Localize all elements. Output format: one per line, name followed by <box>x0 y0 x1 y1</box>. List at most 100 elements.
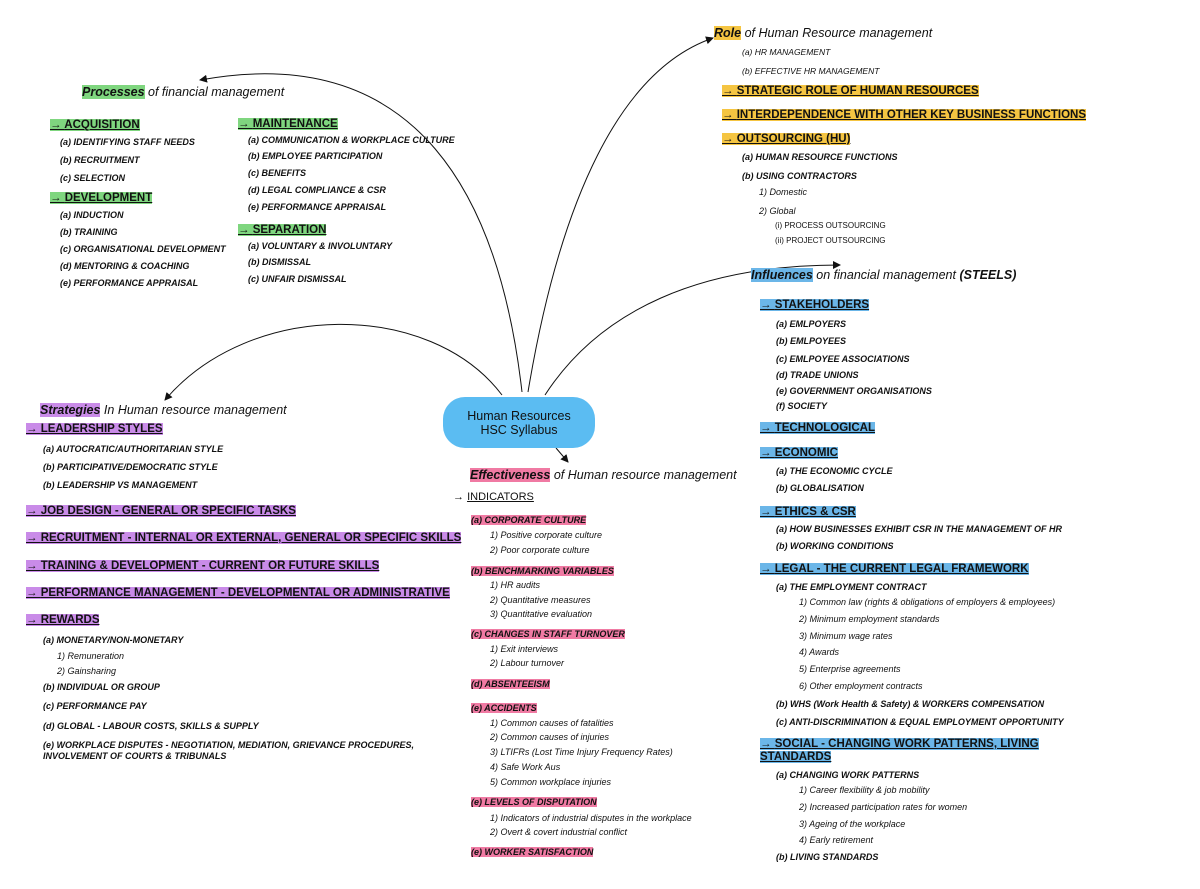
list-item: (a) COMMUNICATION & WORKPLACE CULTURE <box>248 135 455 145</box>
list-item: 3) LTIFRs (Lost Time Injury Frequency Ra… <box>490 747 673 757</box>
list-item: 1) Common law (rights & obligations of e… <box>799 597 1056 607</box>
arrow-icon: → <box>50 192 62 204</box>
list-item: (b) GLOBALISATION <box>776 483 864 493</box>
list-item: (c) ANTI-DISCRIMINATION & EQUAL EMPLOYME… <box>776 717 1064 727</box>
list-item: (a) INDUCTION <box>60 210 124 220</box>
arrow-to-effectiveness <box>555 447 569 463</box>
technological-label: TECHNOLOGICAL <box>774 422 876 434</box>
list-item: INVOLVEMENT OF COURTS & TRIBUNALS <box>43 751 227 761</box>
acquisition-label: ACQUISITION <box>64 119 140 131</box>
list-item: (a) AUTOCRATIC/AUTHORITARIAN STYLE <box>43 444 224 454</box>
arrow-to-role <box>527 36 714 393</box>
social-label: SOCIAL - CHANGING WORK PATTERNS, LIVING <box>774 738 1039 750</box>
list-item: (c) BENEFITS <box>248 168 307 178</box>
turnover-heading: (c) CHANGES IN STAFF TURNOVER <box>471 629 625 640</box>
list-item: 1) Exit interviews <box>490 644 559 654</box>
arrow-icon: → <box>722 133 734 145</box>
list-item: (a) VOLUNTARY & INVOLUNTARY <box>248 241 393 251</box>
list-item: (a) HOW BUSINESSES EXHIBIT CSR IN THE MA… <box>776 524 1063 534</box>
list-item: (b) RECRUITMENT <box>60 155 140 165</box>
stakeholders-label: STAKEHOLDERS <box>774 299 870 311</box>
influences-title: Influences on financial management (STEE… <box>751 268 1017 283</box>
list-item: (c) UNFAIR DISMISSAL <box>248 274 347 284</box>
list-item: 4) Awards <box>799 647 840 657</box>
arrow-icon: → <box>760 422 772 434</box>
list-item: 2) Labour turnover <box>490 658 565 668</box>
arrow-icon: → <box>760 563 772 575</box>
stakeholders-heading: → STAKEHOLDERS <box>760 299 870 312</box>
list-item: (b) LEADERSHIP VS MANAGEMENT <box>43 480 198 490</box>
separation-heading: → SEPARATION <box>238 224 327 237</box>
list-item: (i) PROCESS OUTSOURCING <box>775 221 886 230</box>
arrow-icon: → <box>26 614 38 626</box>
arrow-to-processes <box>199 73 523 393</box>
economic-heading: → ECONOMIC <box>760 447 838 460</box>
list-item: 3) Minimum wage rates <box>799 631 893 641</box>
list-item: (d) MENTORING & COACHING <box>60 261 190 271</box>
recruitment-heading: → RECRUITMENT - INTERNAL OR EXTERNAL, GE… <box>26 532 462 545</box>
processes-title: Processes of financial management <box>82 85 284 100</box>
center-title: Human Resources HSC Syllabus <box>467 408 571 437</box>
maintenance-heading: → MAINTENANCE <box>238 118 338 131</box>
arrow-icon: → <box>238 118 250 130</box>
list-item: (b) EMPLOYEE PARTICIPATION <box>248 151 383 161</box>
arrow-icon: → <box>26 532 38 544</box>
job-design-label: JOB DESIGN - GENERAL OR SPECIFIC TASKS <box>40 505 296 517</box>
list-item: (d) TRADE UNIONS <box>776 370 859 380</box>
technological-heading: → TECHNOLOGICAL <box>760 422 876 435</box>
outsourcing-heading: → OUTSOURCING (HU) <box>722 133 851 146</box>
legal-heading: → LEGAL - THE CURRENT LEGAL FRAMEWORK <box>760 563 1029 576</box>
list-item: 3) Quantitative evaluation <box>490 609 593 619</box>
list-item: 1) Indicators of industrial disputes in … <box>490 813 692 823</box>
culture-heading: (a) CORPORATE CULTURE <box>471 515 587 526</box>
legal-label: LEGAL - THE CURRENT LEGAL FRAMEWORK <box>774 563 1029 575</box>
arrow-icon: → <box>760 299 772 311</box>
list-item: (c) ORGANISATIONAL DEVELOPMENT <box>60 244 226 254</box>
list-item: 1) Domestic <box>759 187 808 197</box>
list-item: 5) Common workplace injuries <box>490 777 612 787</box>
list-item: (d) LEGAL COMPLIANCE & CSR <box>248 185 386 195</box>
list-item: 1) Career flexibility & job mobility <box>799 785 930 795</box>
role-title: Role of Human Resource management <box>714 26 932 41</box>
interdependence-label: INTERDEPENDENCE WITH OTHER KEY BUSINESS … <box>736 109 1086 121</box>
list-item: (d) GLOBAL - LABOUR COSTS, SKILLS & SUPP… <box>43 721 259 731</box>
arrow-icon: → <box>760 447 772 459</box>
indicators-label: INDICATORS <box>467 491 534 503</box>
list-item: 2) Increased participation rates for wom… <box>799 802 968 812</box>
maintenance-label: MAINTENANCE <box>252 118 338 130</box>
arrow-icon: → <box>26 560 38 572</box>
separation-label: SEPARATION <box>252 224 327 236</box>
development-heading: → DEVELOPMENT <box>50 192 153 205</box>
arrow-icon: → <box>722 109 734 121</box>
list-item: (c) PERFORMANCE PAY <box>43 701 147 711</box>
arrow-icon: → <box>26 587 38 599</box>
list-item: 1) Positive corporate culture <box>490 530 603 540</box>
list-item: (b) LIVING STANDARDS <box>776 852 879 862</box>
economic-label: ECONOMIC <box>774 447 838 459</box>
list-item: (b) WORKING CONDITIONS <box>776 541 894 551</box>
influences-title-bold: (STEELS) <box>959 268 1017 282</box>
list-item: (b) EMLPOYEES <box>776 336 847 346</box>
culture-label: (a) CORPORATE CULTURE <box>471 515 587 525</box>
list-item: 2) Overt & covert industrial conflict <box>490 827 628 837</box>
arrow-icon: → <box>760 738 772 750</box>
satisfaction-heading: (e) WORKER SATISFACTION <box>471 847 594 858</box>
list-item: (a) HUMAN RESOURCE FUNCTIONS <box>742 152 898 162</box>
arrow-icon: → <box>238 224 250 236</box>
influences-title-key: Influences <box>751 268 813 282</box>
list-item: (a) HR MANAGEMENT <box>742 47 831 57</box>
list-item: (b) USING CONTRACTORS <box>742 171 857 181</box>
indicators-heading: → INDICATORS <box>453 491 534 503</box>
list-item: (c) SELECTION <box>60 173 126 183</box>
social-heading: → SOCIAL - CHANGING WORK PATTERNS, LIVIN… <box>760 738 1039 751</box>
list-item: 2) Quantitative measures <box>490 595 591 605</box>
list-item: (b) TRAINING <box>60 227 118 237</box>
list-item: 6) Other employment contracts <box>799 681 923 691</box>
performance-label: PERFORMANCE MANAGEMENT - DEVELOPMENTAL O… <box>40 587 450 599</box>
acquisition-heading: → ACQUISITION <box>50 119 140 132</box>
social-heading-line2: STANDARDS <box>760 751 832 764</box>
list-item: 2) Common causes of injuries <box>490 732 610 742</box>
list-item: (f) SOCIETY <box>776 401 827 411</box>
outsourcing-label: OUTSOURCING (HU) <box>736 133 851 145</box>
interdependence-heading: → INTERDEPENDENCE WITH OTHER KEY BUSINES… <box>722 109 1086 122</box>
